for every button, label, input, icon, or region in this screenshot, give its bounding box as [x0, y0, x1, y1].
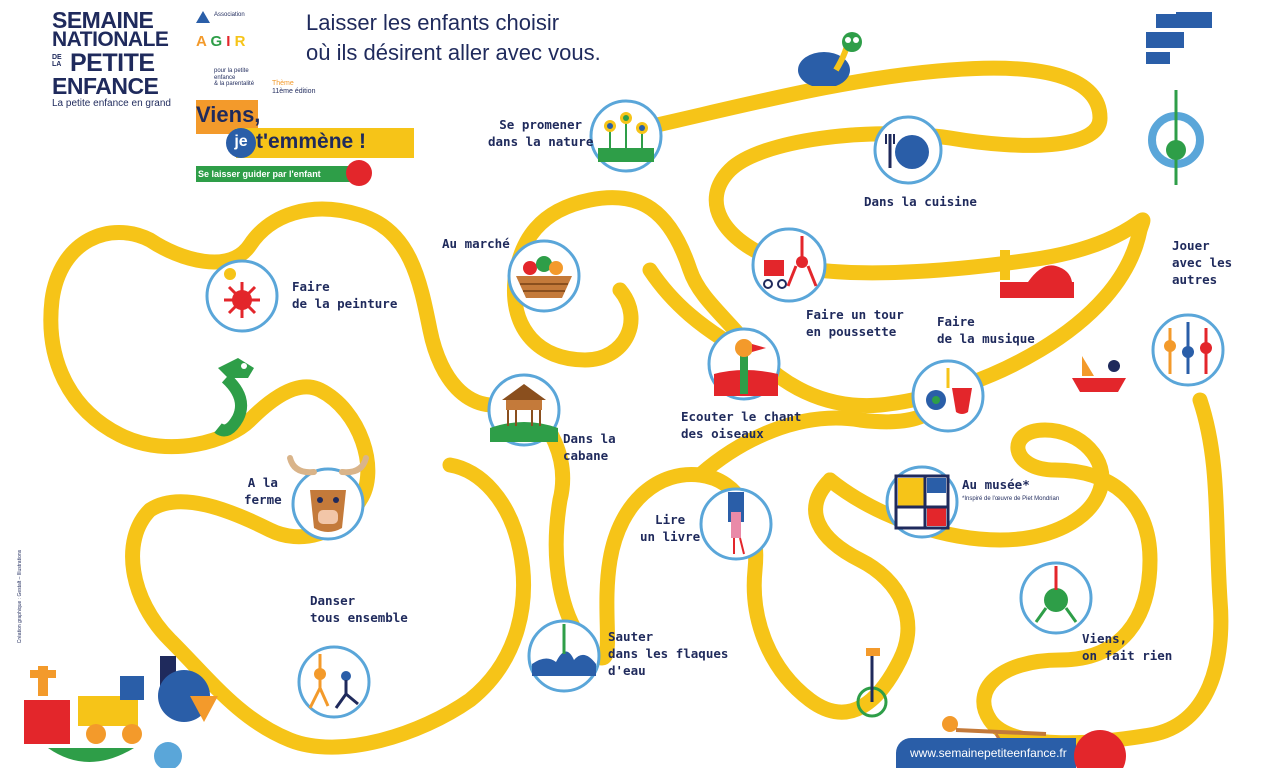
- kids-icon: [1151, 313, 1225, 387]
- logo-tagline: La petite enfance en grand: [52, 98, 171, 109]
- splash-icon: [527, 619, 601, 693]
- theme-line-2: 11ème édition: [272, 88, 316, 95]
- banner-sub: Se laisser guider par l'enfant: [196, 166, 366, 182]
- banner-line-2: t'emmène !: [256, 130, 367, 153]
- theme-line-1: Thème: [272, 80, 294, 87]
- horns-icon: [287, 455, 369, 476]
- logo-word-5: ENFANCE: [52, 73, 159, 99]
- clouds-kid-icon: [1146, 12, 1212, 185]
- toys-decoration: [24, 656, 218, 768]
- stop-label-ferme: A la ferme: [244, 475, 282, 507]
- stroller-icon: [751, 227, 827, 303]
- stop-label-promener: Se promener dans la nature: [488, 117, 594, 149]
- theme-label: Thème 11ème édition: [272, 80, 315, 96]
- banner-je-circle: je: [226, 128, 256, 158]
- agir-letter-a: A: [196, 33, 207, 50]
- triangle-icon: [196, 11, 210, 23]
- dancers-icon: [297, 645, 371, 719]
- bird-icon: [707, 327, 781, 401]
- stop-label-cabane: Dans la cabane: [563, 431, 616, 463]
- frog-icon: [1019, 561, 1093, 635]
- association-logo: Association A G I R pour la petite enfan…: [196, 8, 266, 87]
- basket-icon: [507, 239, 581, 313]
- association-sub: pour la petite enfance & la parentalité: [214, 68, 255, 87]
- flower-icon: [589, 99, 663, 173]
- event-logo: SEMAINE NATIONALE DE LA PETITE ENFANCE L…: [52, 7, 182, 110]
- hut-icon: [487, 373, 561, 447]
- agir-letter-r: R: [234, 33, 246, 50]
- stop-label-rien: Viens, on fait rien: [1082, 631, 1173, 663]
- sun-icon: [205, 259, 279, 333]
- stop-label-musee: Au musée*: [962, 477, 1030, 492]
- page-title: Laisser les enfants choisir où ils désir…: [306, 10, 601, 65]
- stop-label-oiseaux: Ecouter le chant des oiseaux: [681, 409, 802, 441]
- agir-letter-i: I: [226, 33, 231, 50]
- stop-label-jouer: Jouer avec les autres: [1172, 238, 1233, 287]
- banner-line-1: Viens,: [196, 102, 261, 127]
- music-cat-icon: [1000, 250, 1074, 298]
- mondrian-icon: [885, 465, 959, 539]
- book-icon: [699, 487, 773, 561]
- boat-icon: [1072, 356, 1126, 392]
- stop-label-musique: Faire de la musique: [937, 314, 1035, 346]
- banner-red-dot: [346, 160, 372, 186]
- stop-label-danser: Danser tous ensemble: [310, 593, 408, 625]
- music-icon: [911, 359, 985, 433]
- stop-label-peinture: Faire de la peinture: [292, 279, 398, 311]
- logo-word-4: PETITE: [70, 49, 155, 77]
- museum-note: *Inspiré de l'œuvre de Piet Mondrian: [962, 496, 1060, 502]
- banner-yellow-block: [236, 128, 414, 158]
- stop-label-sauter: Sauter dans les flaques d'eau: [608, 629, 729, 678]
- stop-label-marche: Au marché: [442, 236, 510, 251]
- plate-icon: [873, 115, 943, 185]
- theme-banner: Viens, je t'emmène ! Se laisser guider p…: [196, 100, 414, 190]
- logo-word-3: DE LA: [52, 54, 62, 68]
- footer-red-dot: [1074, 730, 1126, 768]
- crawling-kid-icon: [942, 716, 1047, 751]
- logo-word-1: SEMAINE: [52, 7, 154, 33]
- side-credit: Création graphique : Gestalt – Illustrat…: [16, 549, 23, 644]
- bike-icon: [856, 648, 888, 718]
- stop-label-lire: Lire un livre: [640, 512, 701, 544]
- footer-url[interactable]: www.semainepetiteenfance.fr: [896, 738, 1076, 768]
- stop-label-poussette: Faire un tour en poussette: [806, 307, 904, 339]
- cow-icon: [291, 467, 365, 541]
- logo-word-2: NATIONALE: [52, 28, 169, 51]
- association-label: Association: [214, 12, 245, 18]
- snail-icon: [798, 32, 862, 86]
- stop-label-cuisine: Dans la cuisine: [864, 194, 977, 209]
- agir-letter-g: G: [210, 33, 223, 50]
- dragon-icon: [214, 358, 254, 437]
